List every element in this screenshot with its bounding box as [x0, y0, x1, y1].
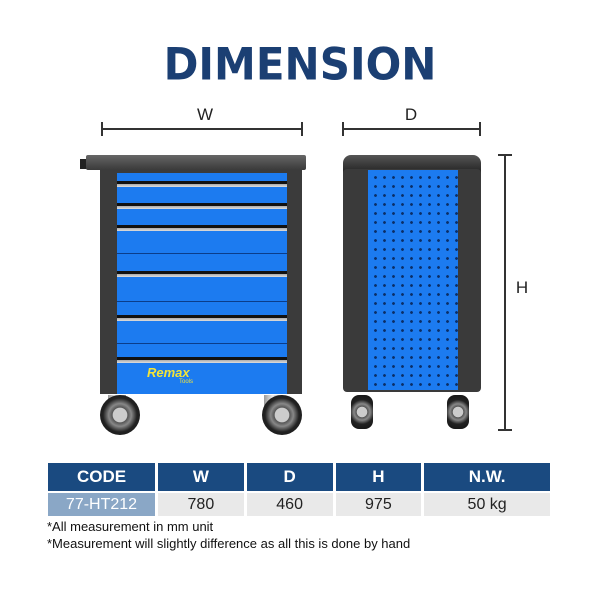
brand-sub: Tools: [179, 379, 194, 385]
header-d: D: [246, 463, 333, 491]
cabinet-side-view: [343, 155, 481, 435]
table-row: 77-HT212 780 460 975 50 kg: [48, 493, 550, 516]
tick: [479, 122, 481, 136]
note-handmade: *Measurement will slightly difference as…: [47, 536, 411, 551]
wheel-icon: [262, 395, 302, 435]
height-line: [504, 155, 506, 430]
page-title: DIMENSION: [163, 38, 437, 91]
note-units: *All measurement in mm unit: [47, 519, 214, 534]
cell-code: 77-HT212: [48, 493, 155, 516]
header-nw: N.W.: [424, 463, 550, 491]
brand-logo: Remax: [147, 365, 190, 380]
cell-h: 975: [335, 493, 422, 516]
header-h: H: [335, 463, 422, 491]
spec-table: CODE W D H N.W. 77-HT212 780 460 975 50 …: [45, 461, 553, 518]
wheel-icon: [351, 395, 373, 429]
height-label: H: [515, 278, 529, 297]
pegboard-panel: [368, 170, 458, 390]
header-code: CODE: [48, 463, 155, 491]
wheel-icon: [447, 395, 469, 429]
header-w: W: [158, 463, 244, 491]
depth-label: D: [404, 105, 418, 124]
tick: [101, 122, 103, 136]
tick: [342, 122, 344, 136]
wheel-icon: [100, 395, 140, 435]
table-header-row: CODE W D H N.W.: [48, 463, 550, 491]
tick: [498, 154, 512, 156]
cell-d: 460: [246, 493, 333, 516]
cabinet-front-view: Remax Tools: [80, 155, 306, 440]
width-line: [102, 128, 302, 130]
tick: [498, 429, 512, 431]
depth-line: [343, 128, 480, 130]
cell-nw: 50 kg: [424, 493, 550, 516]
cell-w: 780: [158, 493, 244, 516]
drawer-stack: Remax Tools: [117, 173, 287, 394]
tick: [301, 122, 303, 136]
width-label: W: [196, 105, 214, 124]
